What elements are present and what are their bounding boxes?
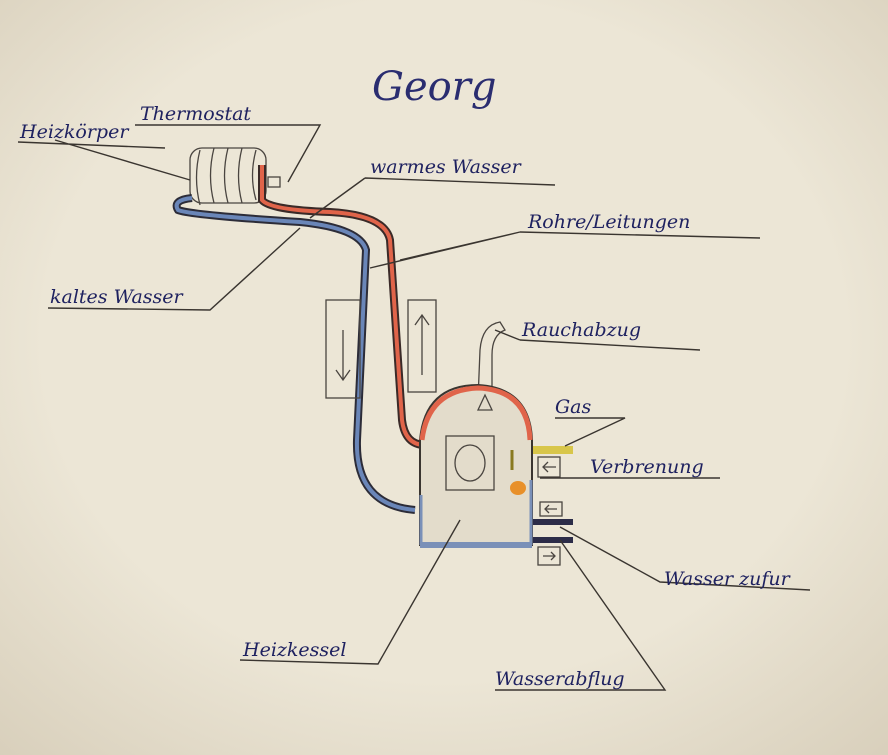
label-combustion: Verbrenung: [590, 456, 704, 478]
label-water-inlet: Wasser zufur: [664, 568, 792, 590]
water-outlet-pipe: [533, 537, 573, 543]
label-thermostat: Thermostat: [140, 103, 251, 125]
flow-up-arrow-box: [407, 299, 437, 393]
thermostat-box: [267, 176, 281, 188]
label-warm-water: warmes Wasser: [370, 156, 523, 178]
flue-pipe: [477, 321, 506, 401]
label-pipes: Rohre/Leitungen: [527, 211, 690, 233]
label-boiler: Heizkessel: [242, 639, 346, 661]
label-gas: Gas: [555, 396, 592, 418]
title-georg: Georg: [372, 64, 496, 110]
flow-down-arrow-box: [325, 299, 361, 399]
arrow-left-box: [537, 456, 561, 478]
flame-icon: [510, 481, 526, 495]
label-water-outlet: Wasserabflug: [495, 668, 625, 690]
label-cold-water: kaltes Wasser: [50, 286, 185, 308]
label-flue: Rauchabzug: [521, 319, 641, 341]
water-inlet-pipe: [533, 519, 573, 525]
gas-pipe: [533, 446, 573, 454]
boiler-window: [445, 435, 495, 491]
label-radiator: Heizkörper: [19, 121, 130, 143]
boiler: [419, 383, 533, 548]
